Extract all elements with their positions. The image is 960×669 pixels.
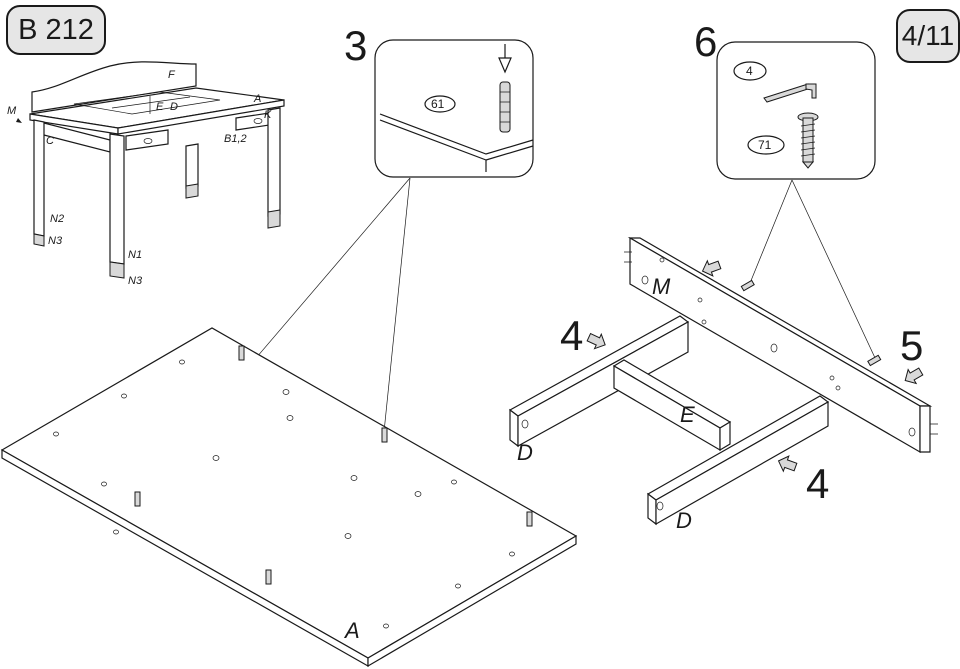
desk-overview: F E D A K M C B1,2 N2 N3 N1 N3 — [7, 61, 285, 287]
arrow-icon-step-4-top — [586, 332, 606, 350]
label-rail-m: M — [652, 274, 671, 299]
label-b: B1,2 — [224, 133, 247, 145]
part-71-label: 71 — [758, 138, 772, 152]
label-e: E — [156, 101, 164, 113]
arrow-icon-step-4-bottom — [777, 455, 798, 473]
side-rail-d-right: D — [646, 395, 830, 533]
front-rail-m: M — [624, 236, 938, 454]
label-rail-d-right: D — [676, 508, 692, 533]
label-k: K — [264, 109, 272, 121]
divider-e: E — [612, 359, 732, 452]
model-number-badge: B 212 — [6, 5, 106, 55]
label-n3-left: N3 — [48, 235, 63, 247]
label-divider-e: E — [680, 402, 695, 427]
leg-back-right — [267, 107, 281, 217]
label-d: D — [170, 101, 178, 113]
detail-box-dowel: 61 — [374, 39, 534, 178]
insert-arrow-icon — [498, 57, 512, 74]
label-m: M — [7, 105, 17, 117]
label-rail-d-left: D — [517, 440, 533, 465]
label-f: F — [168, 69, 176, 81]
leg-n2 — [33, 119, 45, 237]
leg-n1 — [109, 133, 125, 265]
back-panel-f — [31, 61, 197, 113]
dowel-61 — [499, 81, 511, 133]
label-n2: N2 — [50, 213, 64, 225]
detail-box-hardware: 4 71 — [716, 41, 876, 180]
step-number-4-bottom: 4 — [806, 460, 829, 507]
label-panel-a: A — [343, 618, 360, 643]
step-number-5: 5 — [900, 322, 923, 369]
side-rail-d-left: D — [508, 315, 690, 465]
leg-back-left — [185, 143, 199, 189]
arrow-icon-step-6 — [701, 259, 722, 277]
step-number-6: 6 — [694, 18, 717, 65]
arrow-icon-step-5 — [904, 367, 924, 385]
label-a: A — [253, 93, 261, 105]
allen-key-icon — [763, 83, 812, 103]
drawer-left — [125, 129, 169, 151]
part-4-label: 4 — [746, 64, 753, 78]
step-number-4-top: 4 — [560, 312, 583, 359]
page-number-badge: 4/11 — [896, 9, 960, 63]
part-61-label: 61 — [431, 97, 445, 111]
label-n1: N1 — [128, 249, 142, 261]
bolt-marker-left — [740, 279, 755, 292]
step-number-3: 3 — [344, 22, 367, 69]
table-top-panel-a: A — [0, 327, 578, 668]
label-c: C — [46, 135, 54, 147]
bolt-marker-right — [867, 354, 882, 367]
label-n3-right: N3 — [128, 275, 143, 287]
